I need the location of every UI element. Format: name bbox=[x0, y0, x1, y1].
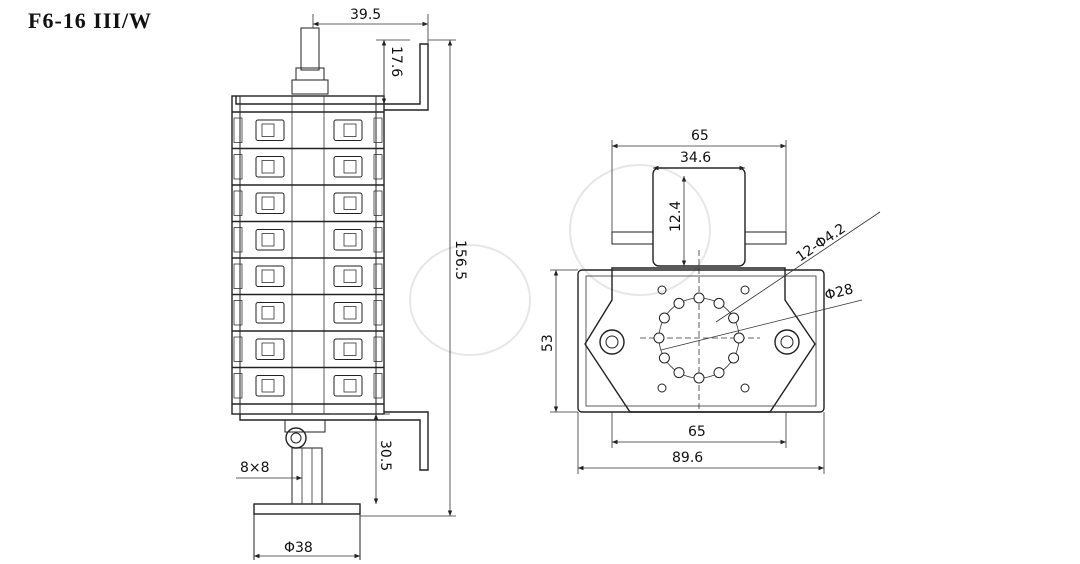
terminal-right bbox=[333, 375, 363, 397]
wafer-section bbox=[232, 147, 384, 180]
dim-phi28: Φ28 bbox=[823, 281, 855, 304]
knob bbox=[253, 503, 361, 515]
dim-39-5: 39.5 bbox=[350, 7, 381, 23]
mounting-hole bbox=[658, 352, 670, 364]
dim-65-top: 65 bbox=[691, 128, 709, 144]
dim-30-5: 30.5 bbox=[377, 440, 393, 471]
terminal-right bbox=[333, 156, 363, 178]
wafer-section bbox=[232, 293, 384, 326]
terminal-left bbox=[255, 375, 285, 397]
bottom-bracket bbox=[239, 411, 429, 471]
terminal-right bbox=[333, 192, 363, 214]
terminal-left bbox=[255, 265, 285, 287]
mounting-hole bbox=[713, 297, 725, 309]
mounting-hole bbox=[673, 297, 685, 309]
wafer-section bbox=[232, 220, 384, 253]
dim-65-bottom: 65 bbox=[688, 424, 706, 440]
right-lug bbox=[774, 329, 800, 355]
side-view: 39.5 17.6 156.5 30.5 8×8 Φ38 bbox=[231, 7, 468, 560]
terminal-right bbox=[333, 302, 363, 324]
dim-12-4: 12.4 bbox=[668, 201, 684, 232]
dim-89-6: 89.6 bbox=[672, 450, 703, 466]
left-tab bbox=[611, 231, 654, 245]
top-washer bbox=[291, 79, 329, 95]
mounting-hole bbox=[733, 332, 745, 344]
watermark bbox=[409, 164, 711, 356]
mounting-hole bbox=[728, 312, 740, 324]
switch-body bbox=[231, 95, 385, 415]
wafer-section bbox=[232, 330, 384, 362]
corner-screw bbox=[740, 285, 750, 295]
top-stud bbox=[300, 27, 320, 71]
corner-screw bbox=[657, 383, 667, 393]
terminal-right bbox=[333, 229, 363, 251]
hole-ring bbox=[653, 292, 745, 384]
dim-17-6: 17.6 bbox=[388, 46, 404, 77]
wafer-section bbox=[232, 111, 384, 143]
wafer-section bbox=[232, 366, 384, 399]
terminal-right bbox=[333, 338, 363, 360]
shaft-hub bbox=[285, 427, 307, 449]
shaft bbox=[291, 447, 323, 505]
dim-12-holes: 12-Φ4.2 bbox=[793, 221, 849, 266]
terminal-left bbox=[255, 156, 285, 178]
dim-phi38: Φ38 bbox=[284, 540, 313, 556]
terminal-left bbox=[255, 192, 285, 214]
mounting-hole bbox=[673, 367, 685, 379]
top-bracket bbox=[235, 43, 429, 111]
mounting-hole bbox=[728, 352, 740, 364]
model-title: F6-16 III/W bbox=[28, 8, 153, 33]
mounting-hole bbox=[658, 312, 670, 324]
left-lug bbox=[599, 329, 625, 355]
terminal-left bbox=[255, 302, 285, 324]
wafer-stack bbox=[232, 111, 384, 405]
mounting-hole bbox=[653, 332, 665, 344]
mounting-hole bbox=[693, 292, 705, 304]
mounting-hole bbox=[693, 372, 705, 384]
dim-8x8: 8×8 bbox=[240, 460, 270, 476]
terminal-right bbox=[333, 265, 363, 287]
terminal-left bbox=[255, 338, 285, 360]
corner-screw bbox=[740, 383, 750, 393]
corner-screw bbox=[657, 285, 667, 295]
wafer-section bbox=[232, 184, 384, 216]
right-tab bbox=[744, 231, 787, 245]
dim-156-5: 156.5 bbox=[452, 240, 468, 280]
terminal-left bbox=[255, 229, 285, 251]
mounting-hole bbox=[713, 367, 725, 379]
terminal-right bbox=[333, 119, 363, 141]
terminal-left bbox=[255, 119, 285, 141]
dim-34-6: 34.6 bbox=[680, 150, 711, 166]
front-view: 65 34.6 12.4 12-Φ4.2 Φ28 53 65 89.6 bbox=[540, 128, 881, 474]
inner-bracket bbox=[584, 267, 816, 413]
dim-53: 53 bbox=[540, 334, 556, 352]
wafer-section bbox=[232, 257, 384, 289]
